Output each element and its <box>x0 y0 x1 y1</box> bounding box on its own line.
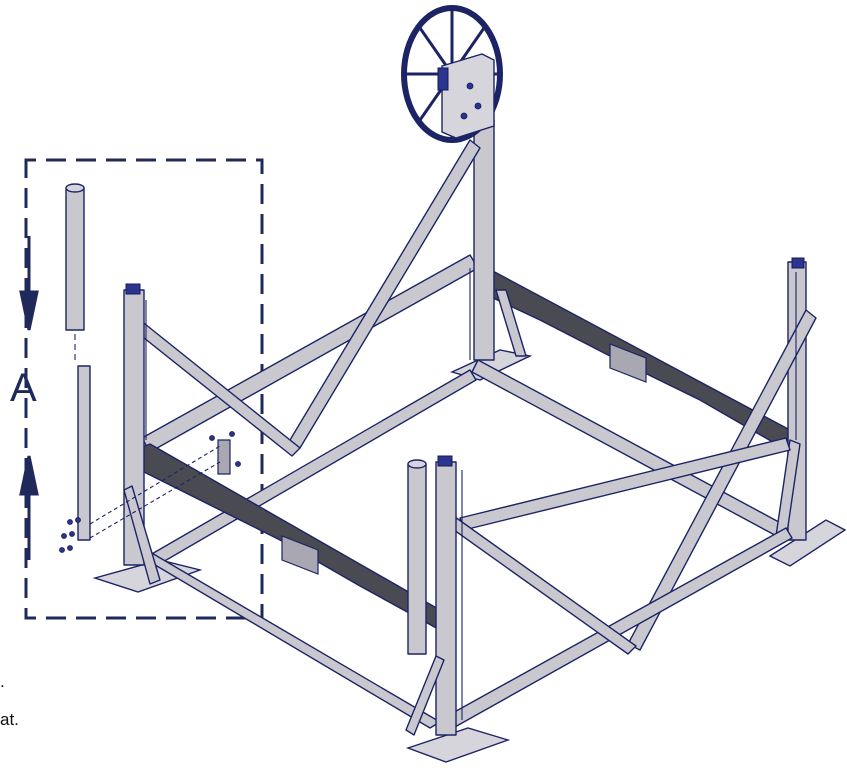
winch-wheel <box>401 5 503 143</box>
tube-exploded-upper <box>65 187 85 331</box>
brace-front-cross <box>439 511 637 655</box>
foot-pad-right <box>768 519 847 567</box>
exploded-bolts <box>59 431 241 553</box>
post-rear-vertical <box>473 119 495 361</box>
text-fragment-1: . <box>0 672 5 691</box>
front-frame <box>123 268 797 736</box>
bracket-exploded <box>217 439 231 475</box>
brace-front-left-lower <box>123 485 161 585</box>
brace-front-center-lower <box>405 655 445 736</box>
winch-gearbox <box>441 53 495 139</box>
detail-a-parts <box>59 183 241 553</box>
text-fragment-2: at. <box>0 710 19 729</box>
tube-exploded-lower <box>77 365 91 541</box>
bunk-front-left <box>139 443 441 631</box>
winch-assembly <box>401 5 503 143</box>
tube-front-center <box>407 463 427 655</box>
foot-pad-front-center <box>405 727 511 763</box>
brace-right-diagonal <box>627 309 817 651</box>
detail-callout-box <box>24 158 264 620</box>
arrow-up-icon <box>19 455 39 560</box>
post-front-center <box>435 461 457 736</box>
detail-label: A <box>10 366 37 410</box>
brace-rear-diagonal <box>289 139 481 449</box>
right-corner-post <box>627 257 817 651</box>
arrow-down-icon <box>19 236 39 331</box>
bunk-pad-back-right <box>609 343 647 383</box>
beam-front-right-bottom <box>439 527 793 733</box>
bunk-pad-front-left <box>281 535 319 575</box>
beam-front-left-bottom <box>139 551 441 729</box>
back-frame <box>123 119 791 567</box>
brace-rear-short <box>495 289 527 357</box>
